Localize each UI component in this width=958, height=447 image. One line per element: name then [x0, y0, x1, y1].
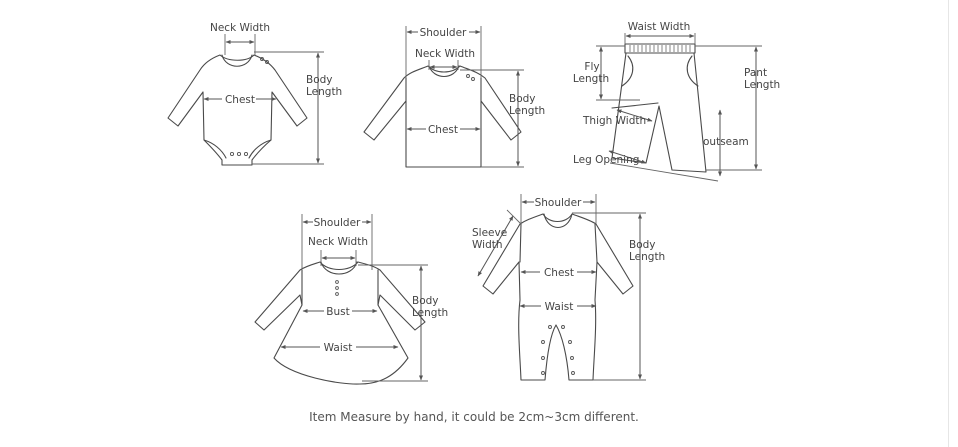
- dress-neck-width-label: Neck Width: [308, 236, 368, 248]
- pants-pant-length-label: Length: [744, 79, 780, 91]
- right-divider: [948, 0, 949, 447]
- bodysuit-neck-width-label: Neck Width: [210, 22, 270, 34]
- pants-thigh-width-label: Thigh Width: [582, 115, 646, 127]
- shirt-neck-width-label: Neck Width: [415, 48, 475, 60]
- pants-pant-label: Pant: [744, 67, 767, 79]
- bodysuit-diagram: Neck Width Chest Body Length: [167, 22, 342, 166]
- bodysuit-chest-label: Chest: [225, 94, 255, 106]
- dress-body-label: Body: [412, 295, 439, 307]
- pants-pocket-right: [686, 55, 699, 87]
- shirt-collar: [428, 65, 460, 78]
- measurement-diagrams: Neck Width Chest Body Length Shoul: [167, 21, 780, 385]
- pants-fly-length-label: Length: [573, 73, 609, 85]
- dress-length-label: Length: [412, 307, 448, 319]
- pants-waist-width-label: Waist Width: [628, 21, 691, 33]
- romper-sleeve-label: Sleeve: [472, 227, 507, 239]
- bodysuit-collar: [221, 54, 253, 67]
- bodysuit-length-label: Length: [306, 86, 342, 98]
- romper-sleeve-width-label: Width: [472, 239, 503, 251]
- pants-pocket-left: [621, 55, 634, 87]
- measure-note: Item Measure by hand, it could be 2cm~3c…: [309, 410, 639, 424]
- romper-outline: [482, 213, 634, 381]
- bodysuit-outline: [167, 54, 308, 166]
- shirt-chest-label: Chest: [428, 124, 458, 136]
- bodysuit-leg-right: [248, 139, 272, 159]
- shirt-shoulder-label: Shoulder: [420, 27, 467, 39]
- shirt-body-label: Body: [509, 93, 536, 105]
- pants-waistband: [624, 43, 696, 54]
- bodysuit-body-label: Body: [306, 74, 333, 86]
- pants-leg-opening-label: Leg Opening: [573, 154, 639, 166]
- romper-waist-label: Waist: [545, 301, 574, 313]
- dress-collar: [320, 261, 358, 275]
- dress-waist-label: Waist: [324, 342, 353, 354]
- shirt-length-label: Length: [509, 105, 545, 117]
- dress-outline: [254, 261, 426, 385]
- pants-fly-label: Fly: [584, 61, 599, 73]
- bodysuit-leg-left: [203, 139, 227, 159]
- dress-shoulder-label: Shoulder: [314, 217, 361, 229]
- romper-diagram: Shoulder Sleeve Width Chest Waist Body L…: [472, 194, 665, 381]
- dress-bust-label: Bust: [326, 306, 349, 318]
- pants-outseam-label: outseam: [703, 136, 749, 148]
- shirt-outline: [363, 65, 522, 168]
- shirt-diagram: Shoulder Neck Width Chest Body Length: [363, 26, 545, 168]
- romper-collar: [543, 213, 573, 229]
- romper-shoulder-label: Shoulder: [535, 197, 582, 209]
- romper-length-label: Length: [629, 251, 665, 263]
- romper-body-label: Body: [629, 239, 656, 251]
- pants-diagram: Waist Width Fly Length Pant Length Thigh…: [573, 21, 780, 182]
- romper-chest-label: Chest: [544, 267, 574, 279]
- dress-diagram: Shoulder Neck Width Bust Waist Body Leng…: [254, 214, 448, 385]
